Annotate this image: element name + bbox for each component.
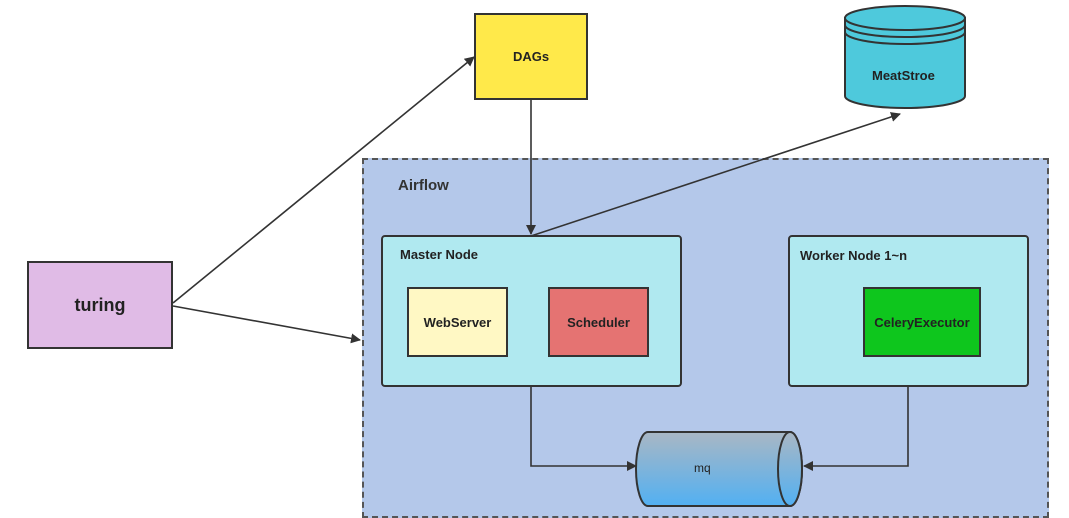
arrow-master-to-metastore: [530, 112, 901, 237]
dags-box: DAGs: [474, 13, 588, 100]
turing-box: turing: [27, 261, 173, 349]
webserver-box: WebServer: [407, 287, 508, 357]
mq-cylinder: [635, 431, 803, 507]
mq-label: mq: [694, 461, 711, 475]
worker-node-label: Worker Node 1~n: [800, 248, 908, 263]
metastore-label: MeatStroe: [872, 68, 935, 83]
master-node-label: Master Node: [400, 247, 479, 262]
arrow-turing-to-airflow: [172, 305, 361, 344]
arrow-turing-to-dags: [172, 56, 475, 304]
arrow-master-to-mq: [530, 387, 637, 471]
metastore-cylinder: [844, 5, 966, 109]
airflow-label: Airflow: [398, 177, 449, 194]
celery-executor-box: CeleryExecutor: [863, 287, 981, 357]
scheduler-box: Scheduler: [548, 287, 649, 357]
arrow-worker-to-mq: [803, 387, 909, 471]
